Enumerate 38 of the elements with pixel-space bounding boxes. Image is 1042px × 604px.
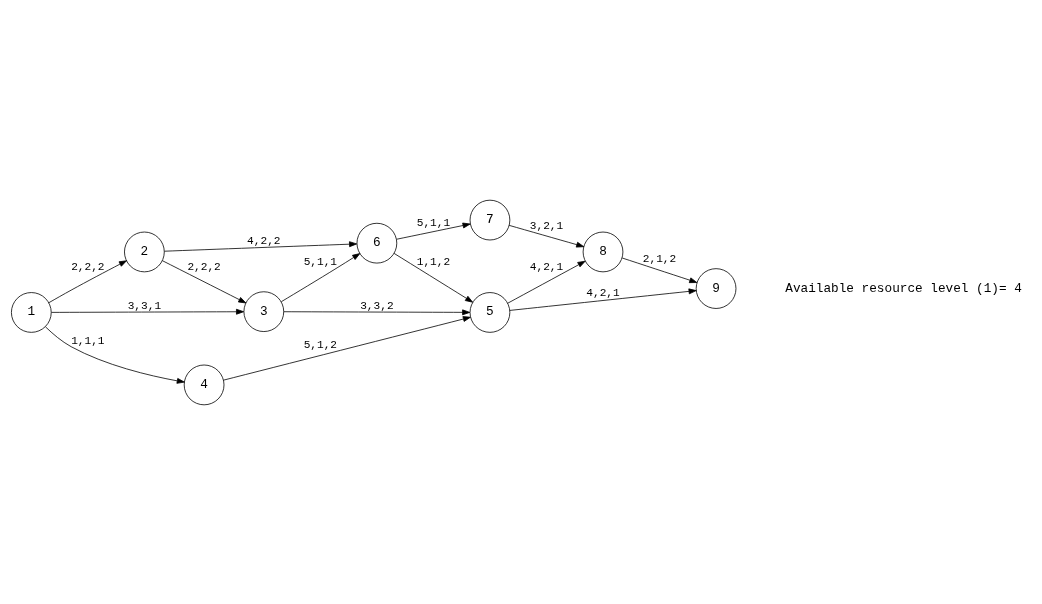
edge-label: 5,1,1 [303, 255, 338, 268]
edge-label: 3,3,2 [360, 299, 394, 312]
arrow [45, 325, 185, 384]
edge-label: 1,1,2 [416, 255, 451, 268]
arrow [621, 257, 698, 283]
arrow [393, 252, 474, 303]
edge-label: 4,2,1 [586, 286, 620, 299]
arrow [164, 240, 358, 252]
node-circle: 8 [582, 231, 624, 272]
arrow [283, 308, 471, 315]
edge-label: 2,1,2 [642, 252, 677, 265]
edge-label: 2,2,2 [71, 260, 105, 273]
node-circle: 9 [695, 267, 737, 309]
edge-label: 5,1,2 [303, 338, 338, 351]
node-circle: 4 [183, 364, 225, 405]
node-circle: 7 [469, 199, 511, 240]
arrow [48, 259, 127, 303]
edge-label: 1,1,1 [71, 334, 105, 347]
label: Available resource level (1)= 4 [785, 280, 1022, 296]
edge-label: 5,1,1 [416, 216, 451, 229]
node-circle: 6 [356, 222, 398, 263]
arrow [509, 287, 697, 311]
edge-label: 3,3,1 [127, 299, 162, 312]
edge-label: 3,2,1 [529, 219, 564, 232]
arrow [223, 315, 471, 381]
edge-label: 4,2,1 [529, 260, 564, 273]
arrow [51, 308, 245, 315]
arrow [280, 252, 361, 302]
arrow [508, 224, 585, 247]
node-circle: 2 [124, 231, 165, 272]
arrow [161, 259, 247, 303]
arrow [507, 260, 586, 304]
arrow [396, 222, 471, 240]
node-circle: 5 [469, 291, 511, 333]
node-circle: 1 [11, 291, 52, 333]
edge-label: 2,2,2 [187, 260, 221, 273]
edge-label: 4,2,2 [247, 234, 281, 247]
node-circle: 3 [243, 290, 285, 332]
